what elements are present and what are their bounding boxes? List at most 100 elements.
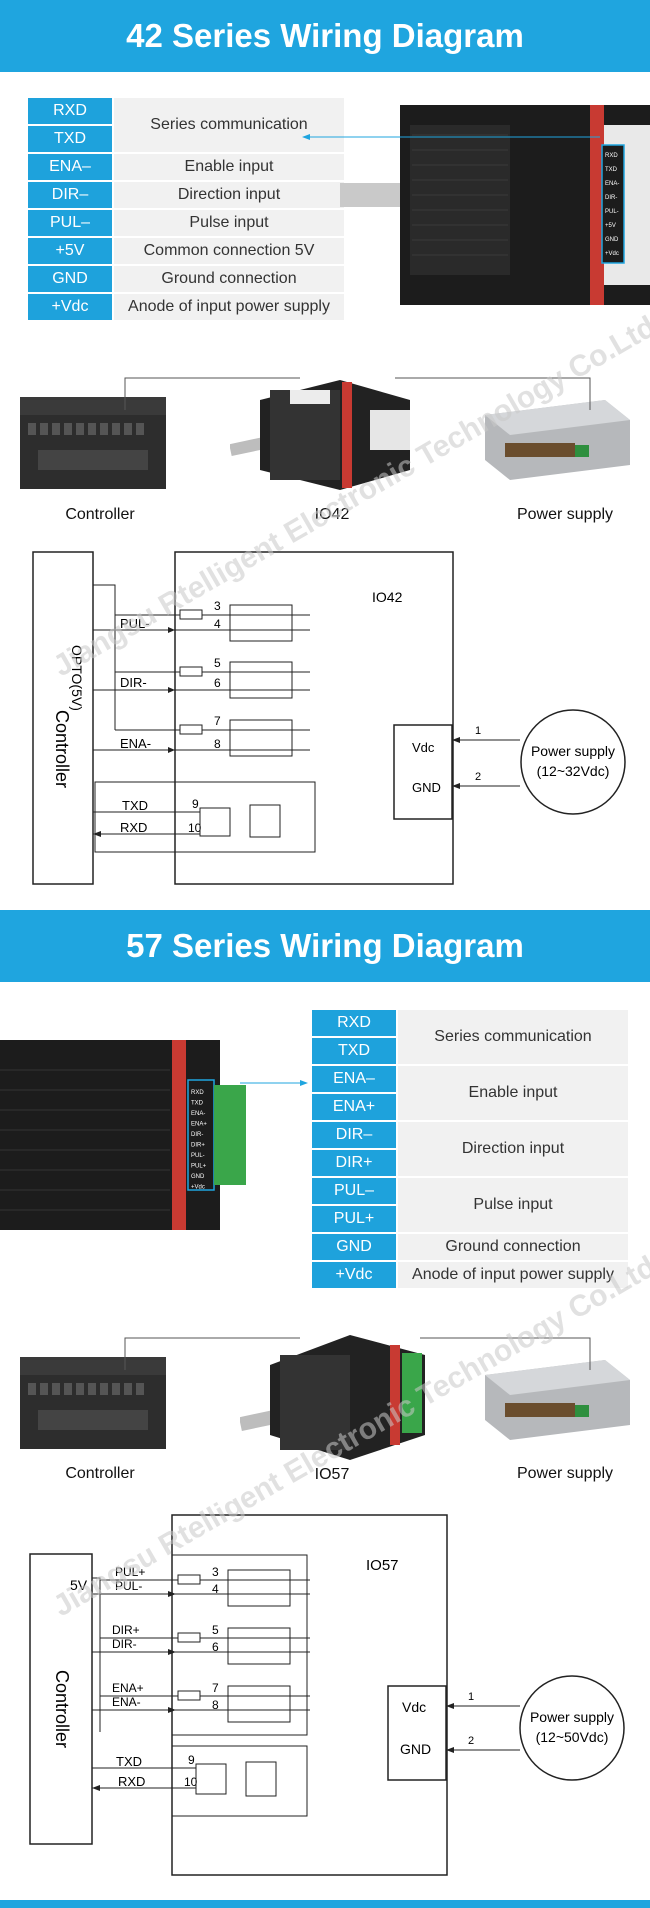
supply-label: Power supply	[531, 743, 615, 759]
motor-label: IO42	[314, 506, 350, 523]
ground-desc: Ground connection	[398, 1234, 628, 1260]
v5-label: 5V	[70, 1577, 88, 1593]
controller-box	[29, 1553, 93, 1845]
pin-9: 9	[192, 797, 199, 811]
pin-3: 3	[212, 1565, 219, 1579]
connector-pin-label: DIR-	[605, 195, 617, 201]
pin-2: 2	[475, 771, 481, 783]
controller-label: Controller	[52, 1670, 72, 1748]
plc-controller-image	[20, 1357, 166, 1449]
drive-label: IO57	[366, 1557, 399, 1574]
serial-group-desc: Series communication	[398, 1010, 628, 1064]
connector-pin-label: TXD	[605, 167, 618, 173]
connector-pin-label: +Vdc	[605, 251, 619, 257]
pin-1: 1	[468, 1691, 474, 1703]
motor-42-image	[230, 380, 410, 490]
pin-desc: Common connection 5V	[114, 238, 344, 264]
section-57-title: 57 Series Wiring Diagram	[0, 910, 650, 982]
pin-7: 7	[212, 1681, 219, 1695]
pul-minus: PUL-	[115, 1579, 142, 1593]
pin-8: 8	[212, 1698, 219, 1712]
callout-line-57	[240, 1080, 308, 1086]
power-supply-circle	[520, 709, 626, 815]
opto-label: OPTO(5V)	[69, 645, 85, 711]
pin-desc: Anode of input power supply	[114, 294, 344, 320]
connector-pin-label: ENA-	[191, 1111, 205, 1117]
pin-desc: Pulse input	[114, 210, 344, 236]
bottom-accent-bar	[0, 1900, 650, 1908]
connector-pin-label: DIR-	[191, 1132, 203, 1138]
power-supply-label: Power supply	[516, 1465, 614, 1482]
pin-key: RXD	[312, 1010, 396, 1036]
pin-desc: Direction input	[114, 182, 344, 208]
pul-plus: PUL+	[115, 1565, 145, 1579]
supply-range: (12~32Vdc)	[537, 763, 610, 779]
txd-label: TXD	[116, 1754, 142, 1769]
photo-connectors-42	[124, 377, 591, 410]
serial-desc: Series communication	[114, 98, 344, 152]
connector-pin-label: GND	[191, 1174, 205, 1180]
controller-box	[32, 551, 94, 885]
controller-label: Controller	[52, 710, 72, 788]
pin-3: 3	[214, 599, 221, 613]
pulse-group-desc: Pulse input	[398, 1178, 628, 1232]
pin-key: PUL–	[28, 210, 112, 236]
power-desc: Anode of input power supply	[398, 1262, 628, 1288]
connector-pin-label: ENA-	[605, 181, 619, 187]
pin-desc: Ground connection	[114, 266, 344, 292]
connector-pin-label: ENA+	[191, 1122, 207, 1128]
connector-pin-label: RXD	[191, 1090, 204, 1096]
pin-2: 2	[468, 1735, 474, 1747]
motor-label: IO57	[314, 1466, 350, 1483]
direction-group-desc: Direction input	[398, 1122, 628, 1176]
pin-key: +5V	[28, 238, 112, 264]
pin-key: +Vdc	[312, 1262, 396, 1288]
controller-label: Controller	[65, 1465, 135, 1482]
connector-pin-label: RXD	[605, 153, 618, 159]
drive-label: IO42	[372, 589, 403, 605]
pin-key: ENA–	[312, 1066, 396, 1092]
pin-key: DIR–	[312, 1122, 396, 1148]
connector-pin-label: +5V	[605, 223, 616, 229]
pin-key: DIR–	[28, 182, 112, 208]
connector-pin-label: +Vdc	[191, 1185, 205, 1191]
vdc-label: Vdc	[412, 740, 435, 755]
pin-key: RXD	[28, 98, 112, 124]
pin-table-42: RXD TXD Series communication ENA–Enable …	[28, 98, 348, 320]
supply-label: Power supply	[530, 1709, 614, 1725]
motor-57-image	[240, 1335, 425, 1460]
gnd-label: GND	[412, 780, 441, 795]
pin-1: 1	[475, 725, 481, 737]
connector-pin-label: PUL+	[191, 1164, 207, 1170]
pin-4: 4	[214, 617, 221, 631]
pin-8: 8	[214, 737, 221, 751]
dir-minus: DIR-	[112, 1637, 137, 1651]
pin-key: GND	[312, 1234, 396, 1260]
pin-10: 10	[184, 1775, 198, 1789]
pul-label: PUL-	[120, 616, 150, 631]
power-supply-image	[485, 400, 630, 480]
pin-10: 10	[188, 821, 202, 835]
pin-9: 9	[188, 1753, 195, 1767]
pin-table-57: RXD TXD ENA– ENA+ DIR– DIR+ PUL– PUL+ GN…	[312, 1010, 632, 1290]
power-supply-circle	[519, 1675, 625, 1781]
pin-5: 5	[212, 1623, 219, 1637]
ena-minus: ENA-	[112, 1695, 141, 1709]
schematic-57: Controller IO57 5V PUL+ PUL- 3 4 DIR+ DI…	[29, 1514, 625, 1876]
pin-key: ENA+	[312, 1094, 396, 1120]
gnd-label: GND	[400, 1741, 431, 1757]
connector-pin-label: PUL-	[605, 209, 619, 215]
pin-key: PUL+	[312, 1206, 396, 1232]
rxd-label: RXD	[118, 1774, 145, 1789]
power-supply-image	[485, 1360, 630, 1440]
callout-line-42	[302, 134, 600, 140]
supply-range: (12~50Vdc)	[536, 1729, 609, 1745]
plc-controller-image	[20, 397, 166, 489]
schematic-42: OPTO(5V) Controller IO42 PUL- 3 4 DIR- 5…	[32, 551, 626, 885]
dir-plus: DIR+	[112, 1623, 140, 1637]
power-supply-label: Power supply	[516, 506, 614, 523]
connector-pin-label: DIR+	[191, 1143, 205, 1149]
connector-pin-label: GND	[605, 237, 619, 243]
pin-6: 6	[214, 676, 221, 690]
